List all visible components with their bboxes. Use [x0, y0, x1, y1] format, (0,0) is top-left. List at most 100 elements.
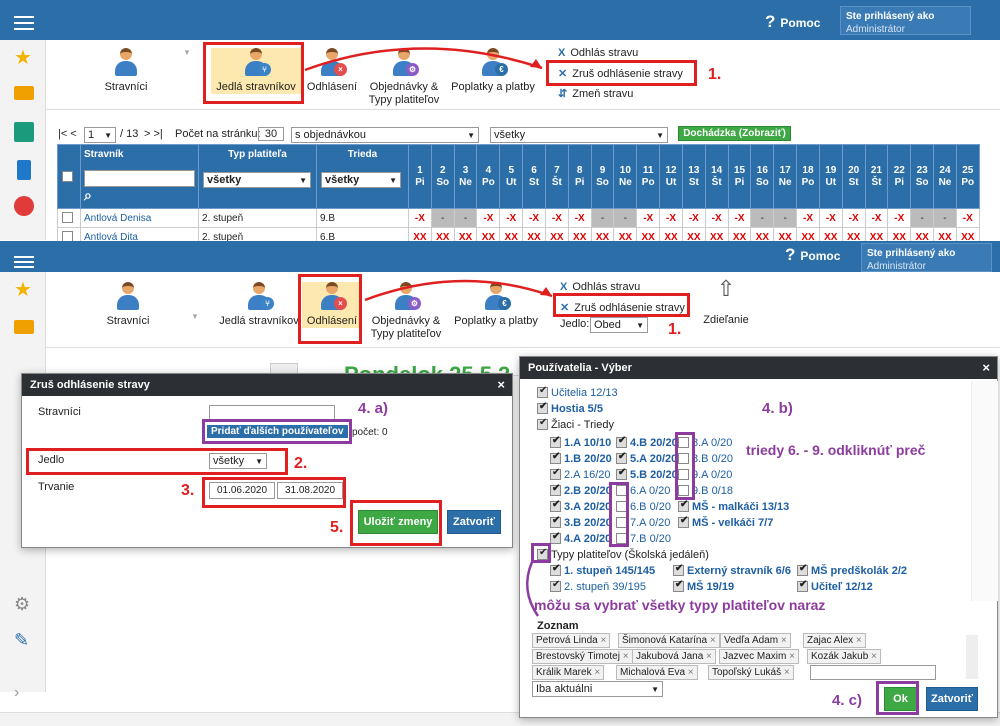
filter-all-select[interactable]: všetky: [490, 127, 668, 143]
class-item[interactable]: 9.B 0/18: [678, 485, 733, 497]
date-from-input[interactable]: 01.06.2020: [209, 482, 275, 499]
person-tag[interactable]: Králik Marek: [532, 665, 605, 680]
pen-icon[interactable]: ✎: [14, 630, 30, 650]
hostia-item[interactable]: Hostia 5/5: [537, 401, 603, 415]
person-tag[interactable]: Brestovský Timotej: [532, 649, 633, 664]
pager-next-last[interactable]: > >|: [144, 128, 163, 140]
person-tag[interactable]: Šimonová Katarína: [618, 633, 720, 648]
class-item[interactable]: 8.A 0/20: [678, 437, 732, 449]
class-item[interactable]: 1.B 20/20: [550, 451, 612, 465]
day-cell[interactable]: -X: [841, 208, 866, 228]
class-item[interactable]: 9.A 0/20: [678, 469, 732, 481]
ribbon-jedla[interactable]: ⑂Jedlá stravníkov: [211, 48, 301, 94]
person-tag[interactable]: Vedľa Adam: [720, 633, 791, 648]
hamburger-menu-icon[interactable]: [14, 12, 34, 34]
current-filter-select[interactable]: Iba aktuálni: [532, 681, 663, 697]
person-tag[interactable]: Michalová Eva: [616, 665, 698, 680]
day-cell[interactable]: -X: [704, 208, 729, 228]
class-item[interactable]: MŠ - malkáči 13/13: [678, 499, 789, 513]
tree-scrollbar[interactable]: [971, 381, 998, 601]
ribbon2-jedla[interactable]: ⑂Jedlá stravníkov: [214, 282, 304, 328]
stravnik-name[interactable]: Antlová Denisa: [80, 208, 199, 228]
class-item[interactable]: 5.B 20/20: [616, 467, 678, 481]
hamburger-menu-icon-2b[interactable]: [14, 253, 34, 271]
ribbon-stravnici[interactable]: Stravníci: [96, 48, 156, 94]
type-item[interactable]: Učiteľ 12/12: [797, 579, 873, 593]
mail-icon-2[interactable]: [14, 320, 34, 334]
day-cell[interactable]: -X: [522, 208, 546, 228]
type-item[interactable]: Externý stravník 6/6: [673, 563, 791, 577]
add-users-button[interactable]: Pridať ďalších používateľov: [207, 425, 348, 438]
person-tag[interactable]: Petrová Linda: [532, 633, 611, 648]
ribbon2-odhlasenie[interactable]: ×Odhlásení: [302, 282, 362, 328]
ribbon-collapse-icon[interactable]: ▼: [183, 48, 191, 57]
per-page-input[interactable]: 30: [258, 127, 284, 141]
ucitelia-item[interactable]: Učitelia 12/13: [537, 385, 618, 399]
close-button-2[interactable]: Zatvoriť: [926, 687, 978, 711]
mail-icon[interactable]: [14, 86, 34, 100]
people-search-input[interactable]: [810, 665, 936, 680]
date-to-input[interactable]: 31.08.2020: [277, 482, 343, 499]
ribbon-poplatky[interactable]: €Poplatky a platby: [448, 48, 538, 94]
ok-button[interactable]: Ok: [884, 687, 917, 711]
day-cell[interactable]: -X: [796, 208, 820, 228]
day-cell[interactable]: -X: [659, 208, 683, 228]
star-icon[interactable]: ★: [14, 47, 32, 69]
jedlo-select[interactable]: Obed: [590, 317, 648, 333]
typy-item[interactable]: Typy platiteľov (Školská jedáleň): [537, 547, 709, 561]
class-item[interactable]: 3.A 20/20: [550, 499, 611, 513]
search-icon[interactable]: ⌕: [84, 187, 92, 203]
ribbon2-objednavky[interactable]: ⚙Objednávky &Typy platiteľov: [366, 282, 446, 341]
day-cell[interactable]: -X: [476, 208, 501, 228]
typ-filter-select[interactable]: všetky: [203, 172, 311, 188]
ribbon2-stravnici[interactable]: Stravníci: [98, 282, 158, 328]
person-tag[interactable]: Kozák Jakub: [807, 649, 881, 664]
day-cell[interactable]: -X: [544, 208, 569, 228]
ziaci-item[interactable]: Žiaci - Triedy: [537, 417, 614, 431]
day-cell[interactable]: -X: [864, 208, 889, 228]
trieda-filter-select[interactable]: všetky: [321, 172, 401, 188]
action2-zrus[interactable]: ✕Zruš odhlásenie stravy: [560, 302, 685, 314]
select-all-checkbox[interactable]: [62, 170, 73, 182]
type-item[interactable]: MŠ predškolák 2/2: [797, 563, 907, 577]
phone-icon[interactable]: [17, 160, 31, 180]
class-item[interactable]: 2.B 20/20: [550, 483, 612, 497]
day-cell[interactable]: -X: [818, 208, 843, 228]
help-link[interactable]: ?Pomoc: [765, 12, 821, 31]
person-tag[interactable]: Jazvec Maxim: [719, 649, 799, 664]
attendance-button[interactable]: Dochádzka (Zobraziť): [678, 126, 791, 141]
class-item[interactable]: 3.B 20/20: [550, 515, 612, 529]
action-zmen[interactable]: ⇵Zmeň stravu: [558, 88, 634, 100]
ribbon-objednavky[interactable]: ⚙Objednávky &Typy platiteľov: [364, 48, 444, 107]
type-item[interactable]: MŠ 19/19: [673, 579, 734, 593]
class-item[interactable]: 5.A 20/20: [616, 451, 677, 465]
home-icon[interactable]: [14, 122, 34, 142]
settings-icon[interactable]: ⚙: [14, 594, 31, 614]
star-icon-2[interactable]: ★: [14, 279, 32, 301]
day-cell[interactable]: -X: [499, 208, 524, 228]
class-item[interactable]: 8.B 0/20: [678, 453, 733, 465]
person-tag[interactable]: Zajac Alex: [803, 633, 866, 648]
day-cell[interactable]: -X: [681, 208, 706, 228]
filter-orders-select[interactable]: s objednávkou: [291, 127, 479, 143]
ribbon-odhlasenie[interactable]: ×Odhlásení: [304, 48, 360, 94]
class-item[interactable]: 2.A 16/20: [550, 467, 611, 481]
pager-first-prev[interactable]: |< <: [58, 128, 77, 140]
ribbon2-zdielanie[interactable]: ⇧Zdieľanie: [696, 278, 756, 327]
class-item[interactable]: 4.A 20/20: [550, 531, 611, 545]
save-button[interactable]: Uložiť zmeny: [358, 510, 438, 534]
day-cell[interactable]: -X: [408, 208, 432, 228]
class-item[interactable]: 1.A 10/10: [550, 435, 611, 449]
close-button[interactable]: Zatvoriť: [447, 510, 501, 534]
type-item[interactable]: 2. stupeň 39/195: [550, 579, 646, 593]
day-cell[interactable]: -X: [727, 208, 752, 228]
day-cell[interactable]: -X: [955, 208, 980, 228]
close-icon[interactable]: ×: [497, 377, 505, 392]
action-zrus[interactable]: ✕Zruš odhlásenie stravy: [558, 68, 683, 80]
day-cell[interactable]: -X: [887, 208, 912, 228]
row-checkbox[interactable]: [62, 212, 73, 223]
